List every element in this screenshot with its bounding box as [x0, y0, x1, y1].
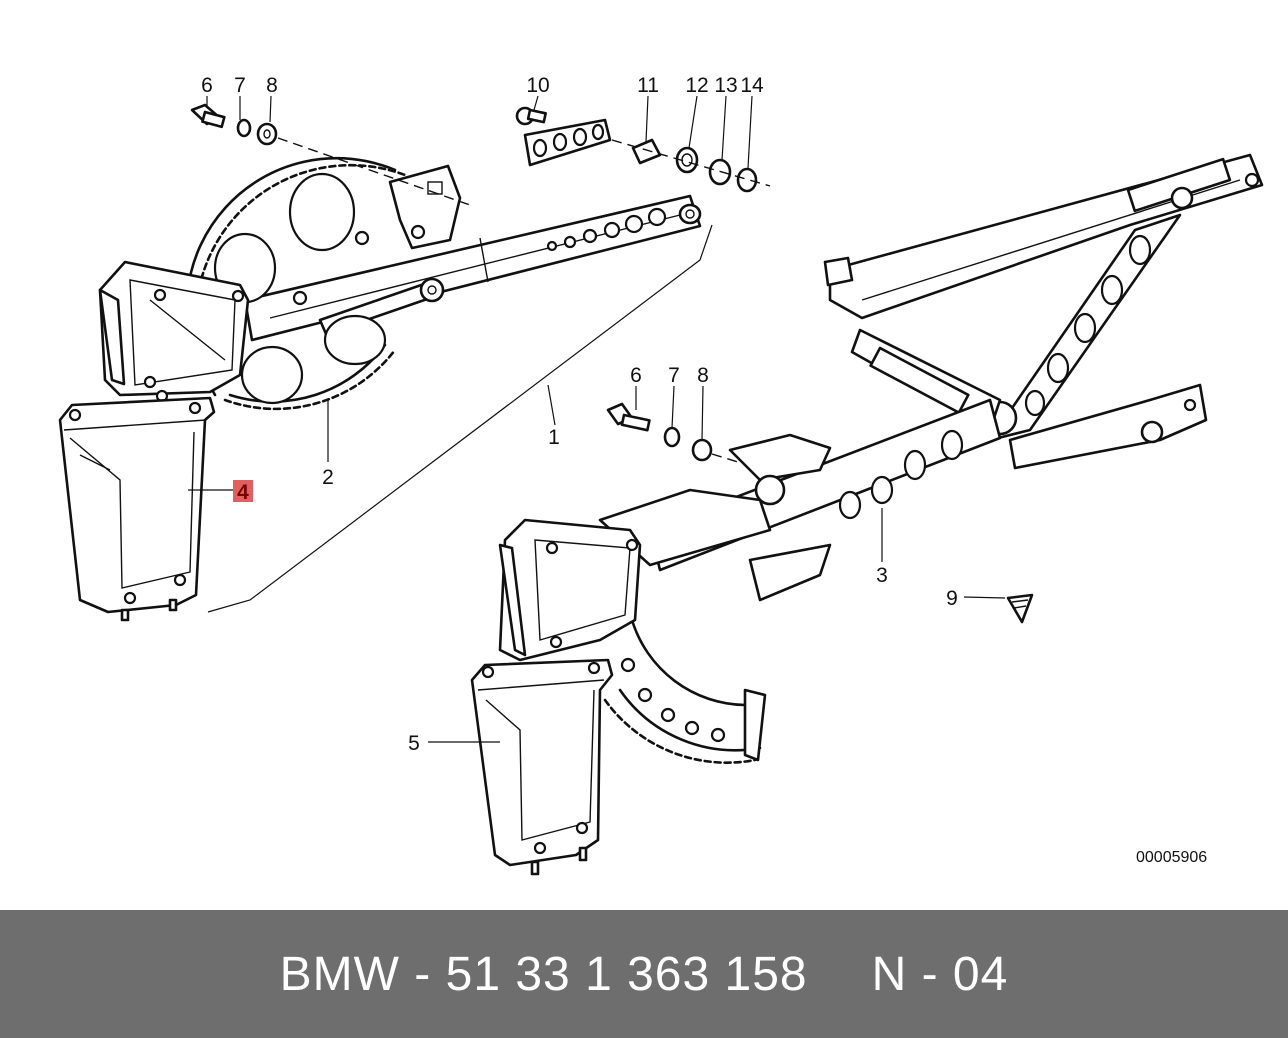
fasteners-top-left [190, 103, 471, 206]
position-text: N - 04 [871, 947, 1009, 1001]
callout-12: 12 [685, 74, 708, 97]
part-number-text: BMW - 51 33 1 363 158 [279, 947, 808, 1001]
leader-lines [188, 95, 1006, 743]
callout-6-top: 6 [201, 74, 213, 97]
clip-9 [1006, 593, 1034, 624]
callout-3: 3 [876, 564, 888, 587]
callout-11: 11 [637, 74, 659, 97]
parts-diagram: 6 7 8 10 11 12 13 14 1 2 4 6 7 8 3 9 5 0… [58, 74, 1264, 876]
callout-14: 14 [740, 74, 764, 97]
callout-4-highlight [233, 480, 253, 502]
callout-13: 13 [714, 74, 737, 97]
callout-9: 9 [946, 587, 958, 610]
callout-2: 2 [322, 466, 334, 489]
callout-8-middle: 8 [697, 364, 709, 387]
callout-7-middle: 7 [668, 364, 680, 387]
part-number-footer: BMW - 51 33 1 363 158 N - 04 [0, 910, 1288, 1038]
callout-1: 1 [548, 426, 560, 449]
callout-5: 5 [408, 732, 420, 755]
regulator-assembly-left [58, 156, 713, 622]
motor-5 [470, 658, 614, 876]
callout-6-middle: 6 [630, 364, 642, 387]
callout-10: 10 [526, 74, 549, 97]
fasteners-top-middle [515, 106, 771, 193]
callout-7-top: 7 [234, 74, 246, 97]
callout-4: 4 [237, 481, 249, 504]
motor-4 [58, 396, 216, 622]
arm-holes [546, 207, 667, 252]
diagram-reference-code: 00005906 [1136, 849, 1207, 866]
callout-8-top: 8 [266, 74, 278, 97]
regulator-assembly-right [470, 153, 1264, 876]
gear-segment-lower [603, 618, 767, 764]
callout-labels: 6 7 8 10 11 12 13 14 1 2 4 6 7 8 3 9 5 [201, 74, 958, 755]
